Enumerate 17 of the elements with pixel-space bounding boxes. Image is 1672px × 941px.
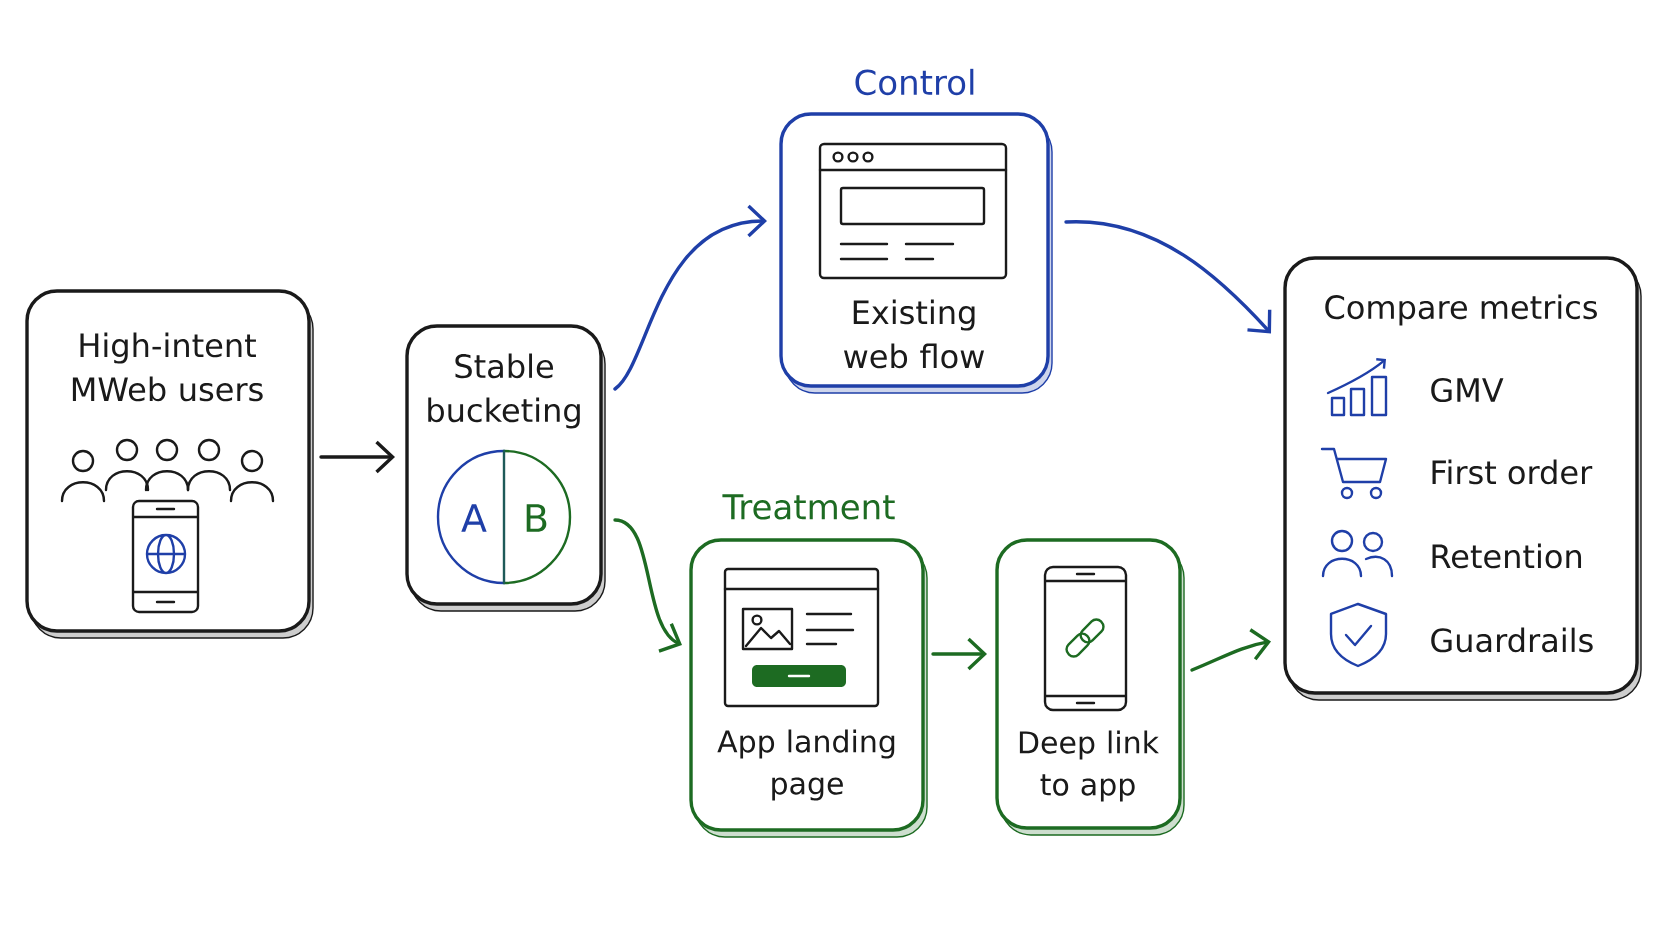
process-box: App landing page [689,538,928,838]
metric-label: First order [1432,459,1593,485]
arrow [319,440,395,474]
arrow [1064,220,1272,334]
metric-label: Guardrails [1431,627,1593,653]
process-box: Deep link to app [995,538,1185,836]
variant-letter: A [461,504,487,532]
process-box: Existing web flow [779,112,1053,394]
metric-label: Retention [1432,543,1581,569]
group-heading: Treatment [722,494,895,520]
arrow [613,518,682,653]
variant-letter: B [526,504,547,532]
metric-label: GMV [1431,377,1504,403]
arrow [613,204,767,391]
arrow [1190,628,1271,672]
group-heading: Control [855,68,974,96]
process-box: High-intent MWeb users [25,289,314,639]
